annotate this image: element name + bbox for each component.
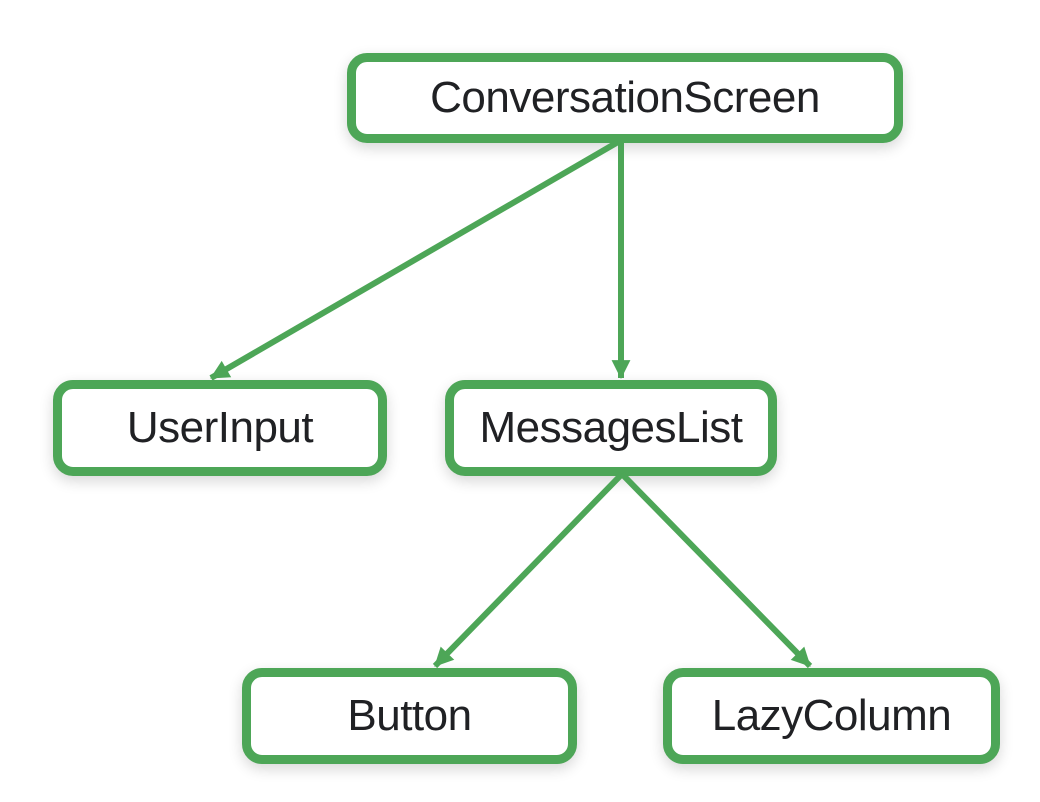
node-messages-list: MessagesList (445, 380, 777, 476)
edge-messageslist-to-lazycolumn (619, 471, 813, 669)
edge-conversationscreen-to-userinput (209, 139, 620, 381)
node-button-label: Button (347, 691, 472, 740)
node-user-input: UserInput (53, 380, 387, 476)
edge-messageslist-to-button (432, 471, 625, 669)
node-button: Button (242, 668, 577, 764)
node-conversation-screen: ConversationScreen (347, 53, 903, 143)
node-lazy-column-label: LazyColumn (711, 691, 952, 740)
node-lazy-column: LazyColumn (663, 668, 1000, 764)
node-messages-list-label: MessagesList (479, 403, 743, 452)
node-user-input-label: UserInput (126, 403, 314, 452)
node-conversation-screen-label: ConversationScreen (430, 73, 820, 122)
